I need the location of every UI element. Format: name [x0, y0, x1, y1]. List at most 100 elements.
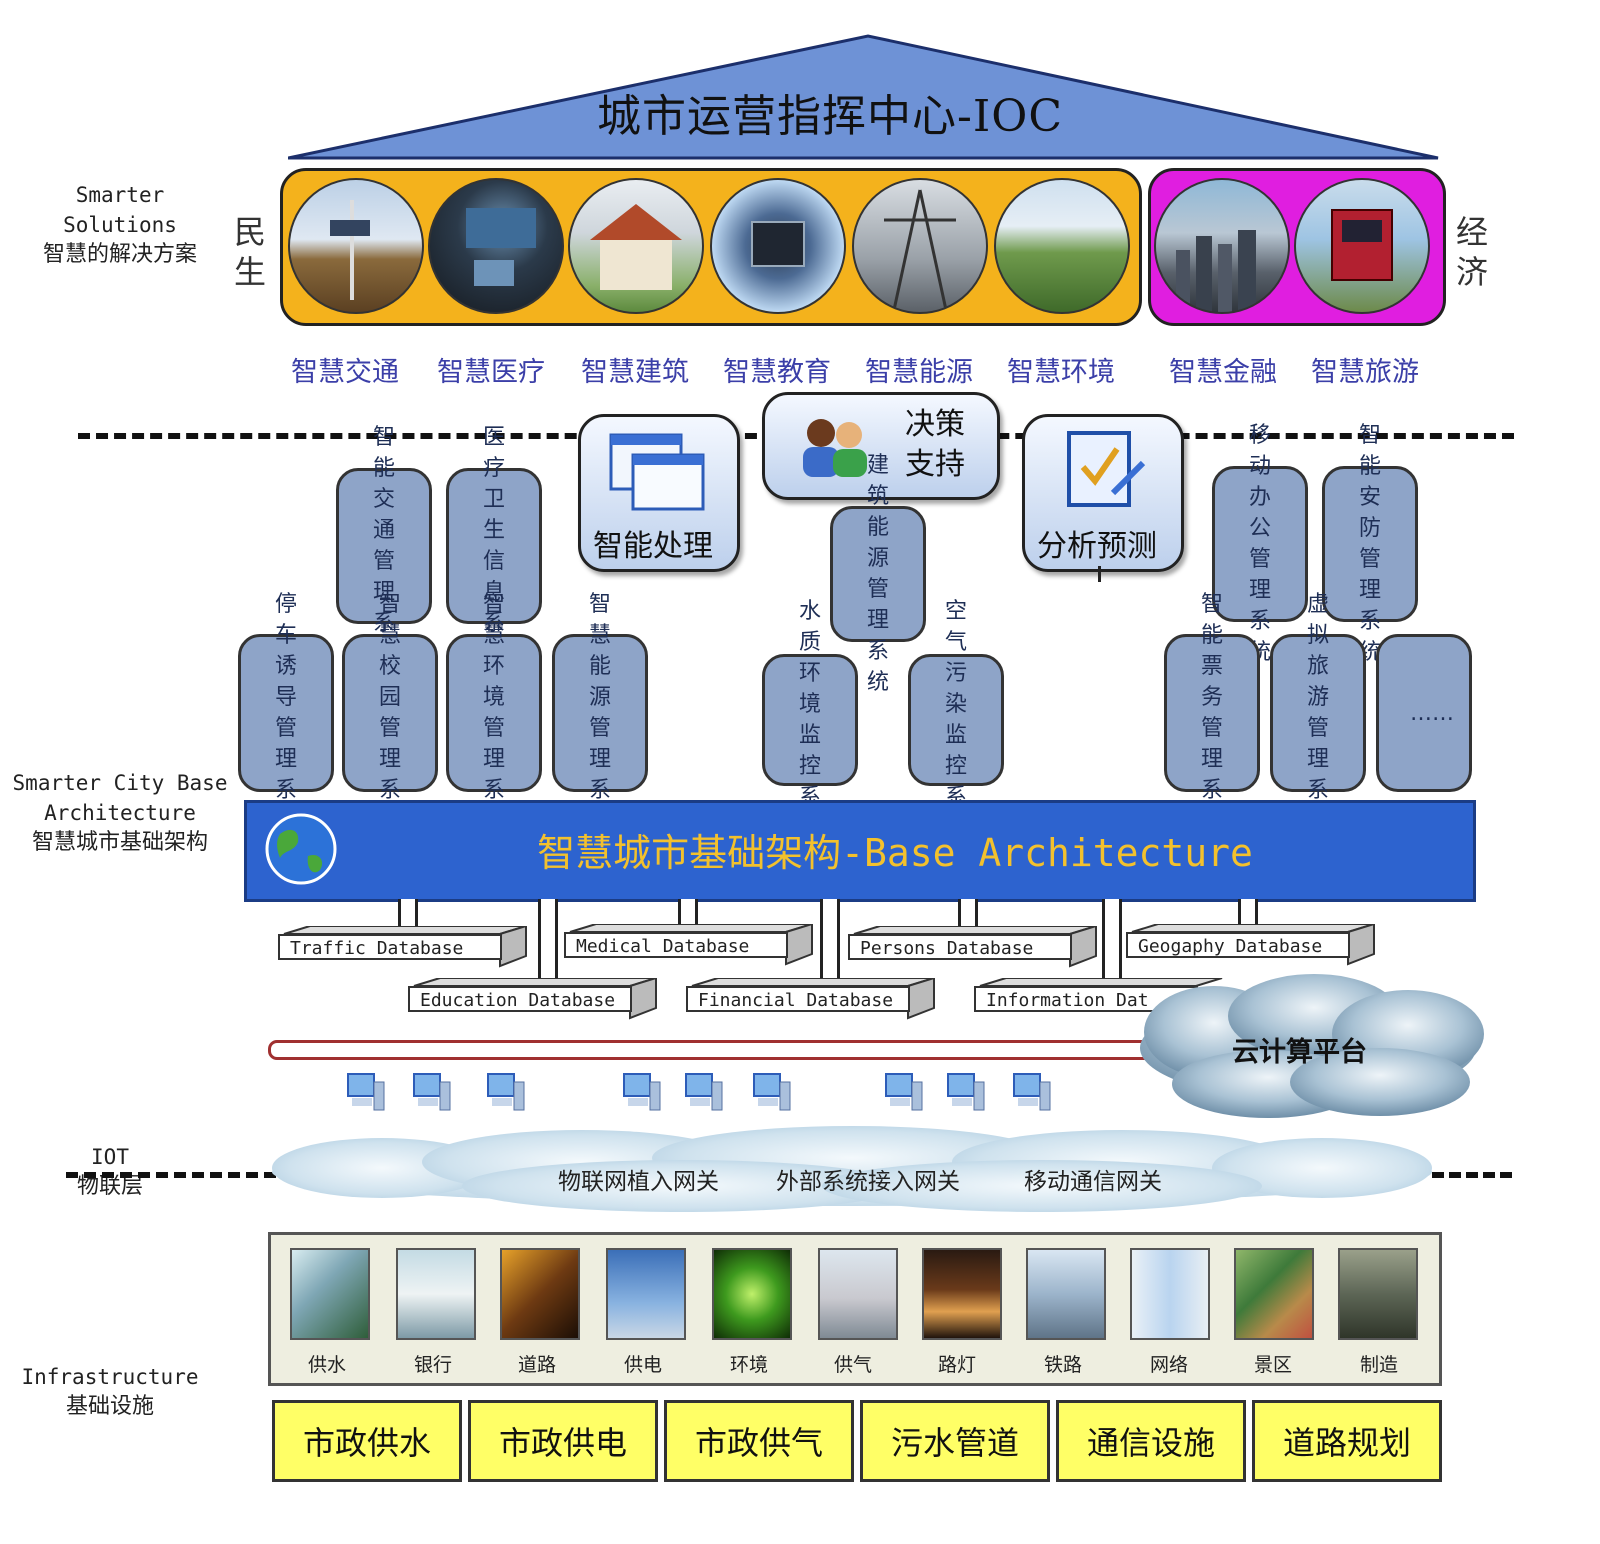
- separator-iot-right: [1432, 1172, 1512, 1178]
- system-label: 虚拟旅游管理系统: [1306, 592, 1329, 834]
- system-label: 智慧校园管理系统: [378, 592, 401, 834]
- utility-box: 道路规划: [1252, 1400, 1442, 1482]
- persons-database-label: Persons Database: [848, 934, 1072, 960]
- solution-label-6: 智慧环境: [1007, 357, 1115, 388]
- window-icon: [609, 433, 705, 511]
- computer-icon: [947, 1073, 985, 1111]
- infrastructure-layer-label: Infrastructure 基础设施: [10, 1362, 210, 1422]
- base-layer-en: Smarter City Base Architecture: [12, 771, 228, 825]
- iot-cloud-band: [272, 1126, 1432, 1212]
- solution-label-3: 智慧建筑: [581, 357, 689, 388]
- computer-icon: [753, 1073, 791, 1111]
- persons-database: Persons Database: [848, 926, 1098, 968]
- db-connector: [398, 899, 418, 929]
- analysis-label: 分析预测: [1037, 529, 1157, 564]
- analysis-connector: [1098, 566, 1101, 582]
- globe-icon: [265, 813, 337, 885]
- system-box: 智能安防管理系统: [1322, 423, 1418, 665]
- education-image: [710, 178, 846, 314]
- infra-label: 环境: [729, 1354, 768, 1376]
- streetlight-image: [922, 1248, 1002, 1340]
- chip-icon: [751, 221, 805, 267]
- db-connector: [958, 899, 978, 929]
- decision-box: 决策支持: [762, 392, 1000, 500]
- system-box: 智慧环境管理系统: [446, 592, 542, 834]
- db-connector: [1102, 899, 1122, 981]
- financial-database-label: Financial Database: [686, 986, 910, 1012]
- infrastructure-layer-en: Infrastructure: [21, 1365, 199, 1389]
- geography-database: Geogaphy Database: [1126, 924, 1376, 966]
- education-database-label: Education Database: [408, 986, 632, 1012]
- education-database: Education Database: [408, 978, 658, 1020]
- system-label: 停车诱导管理系统: [274, 592, 297, 834]
- tourism-image: [1294, 178, 1430, 314]
- economy-side-label: 经济: [1455, 213, 1488, 291]
- iot-layer-label: IOT 物联层: [50, 1142, 170, 1202]
- cloud-label: 云计算平台: [1232, 1037, 1367, 1068]
- monitor-wall-icon: [466, 208, 536, 286]
- solutions-layer-label: Smarter Solutions 智慧的解决方案: [20, 180, 220, 270]
- system-box: 智能交通管理系统: [336, 425, 432, 667]
- environment-infra-image: [712, 1248, 792, 1340]
- solution-label-1: 智慧交通: [291, 357, 399, 388]
- processing-label: 智能处理: [593, 529, 713, 564]
- solution-label-5: 智慧能源: [865, 357, 973, 388]
- computer-icon: [487, 1073, 525, 1111]
- analysis-box: 分析预测: [1022, 414, 1184, 572]
- base-layer-cn: 智慧城市基础架构: [31, 830, 208, 855]
- cloud-computing-icon: [1140, 974, 1484, 1118]
- truck-icon: [1331, 209, 1393, 281]
- system-box: 建筑能源管理系统: [830, 453, 926, 695]
- solution-label-4: 智慧教育: [723, 357, 831, 388]
- data-bus-pipe: [268, 1040, 1234, 1060]
- db-connector: [820, 899, 840, 981]
- utility-box: 市政供水: [272, 1400, 462, 1482]
- system-box: 空气污染监控系统: [908, 599, 1004, 841]
- checklist-icon: [1067, 431, 1146, 507]
- utility-box: 市政供气: [664, 1400, 854, 1482]
- infra-label: 供水: [307, 1354, 346, 1376]
- solutions-layer-cn: 智慧的解决方案: [42, 242, 197, 267]
- iot-layer-en: IOT: [91, 1145, 129, 1169]
- system-label: 移动办公管理系统: [1248, 423, 1271, 665]
- system-box-more: ……: [1376, 634, 1472, 792]
- db-connector: [678, 899, 698, 929]
- gas-image: [818, 1248, 898, 1340]
- finance-image: [1154, 178, 1290, 314]
- traffic-database: Traffic Database: [278, 926, 528, 968]
- computer-icon: [1013, 1073, 1051, 1111]
- solar-pole-icon: [330, 200, 370, 300]
- system-label: 智能安防管理系统: [1358, 423, 1381, 665]
- gateway-external: 外部系统接入网关: [776, 1169, 960, 1195]
- infra-label: 铁路: [1043, 1354, 1082, 1376]
- system-label: 医疗卫生信息系统: [482, 425, 505, 667]
- solution-label-7: 智慧金融: [1169, 357, 1277, 388]
- infra-label: 供气: [833, 1354, 872, 1376]
- utility-box: 市政供电: [468, 1400, 658, 1482]
- base-architecture-title: 智慧城市基础架构-Base Architecture: [537, 831, 1253, 875]
- network-image: [1130, 1248, 1210, 1340]
- system-box: 移动办公管理系统: [1212, 423, 1308, 665]
- water-supply-image: [290, 1248, 370, 1340]
- transport-image: [288, 178, 424, 314]
- manufacturing-image: [1338, 1248, 1418, 1340]
- decision-label: 决策支持: [905, 407, 965, 482]
- geography-database-label: Geogaphy Database: [1126, 932, 1350, 958]
- utility-box: 通信设施: [1056, 1400, 1246, 1482]
- computer-icon: [685, 1073, 723, 1111]
- gateway-mobile: 移动通信网关: [1024, 1169, 1162, 1195]
- iot-layer-cn: 物联层: [76, 1174, 143, 1199]
- system-label: 智慧能源管理系统: [588, 592, 611, 834]
- system-label-more: ……: [1410, 700, 1454, 726]
- bank-image: [396, 1248, 476, 1340]
- base-layer-label: Smarter City Base Architecture 智慧城市基础架构: [0, 768, 240, 858]
- infra-label: 银行: [413, 1354, 452, 1376]
- computer-icon: [623, 1073, 661, 1111]
- infrastructure-layer-cn: 基础设施: [65, 1394, 154, 1419]
- infra-label: 供电: [623, 1354, 662, 1376]
- people-icon: [803, 419, 867, 477]
- building-image: [568, 178, 704, 314]
- infra-label: 路灯: [937, 1354, 976, 1376]
- traffic-database-label: Traffic Database: [278, 934, 502, 960]
- system-box: 医疗卫生信息系统: [446, 425, 542, 667]
